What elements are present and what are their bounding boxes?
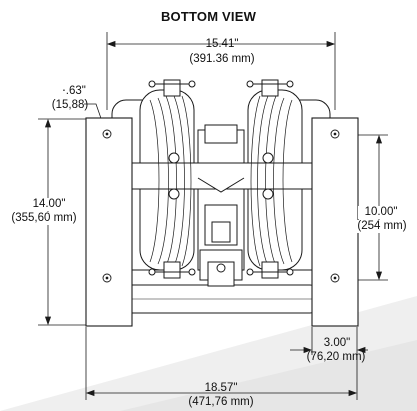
dim-hole-diameter-metric: (15,88): [51, 99, 89, 111]
dim-foot-width-metric: (76,20 mm): [306, 351, 366, 363]
chamber-ribs: [149, 95, 293, 267]
mounting-feet: [85, 117, 359, 327]
dim-overall-height-metric: (355,60 mm): [3, 212, 85, 225]
view-title: BOTTOM VIEW: [160, 9, 257, 24]
dim-total-width-metric: (471,76 mm): [188, 396, 254, 408]
pump-body: [111, 89, 331, 314]
dim-overall-width-metric: (391.36 mm): [189, 53, 255, 65]
mounting-holes: [102, 129, 340, 283]
dim-overall-width-imperial: 15.41": [205, 38, 239, 50]
dim-mount-spacing-metric: (254 mm): [351, 220, 413, 233]
dim-hole-diameter-imperial: ⋅.63": [62, 85, 86, 97]
dim-total-width-imperial: 18.57": [204, 382, 238, 394]
dim-mount-spacing-imperial: 10.00": [358, 206, 404, 219]
dim-overall-height-imperial: 14.00": [24, 198, 74, 211]
clamp-bolts: [148, 79, 294, 279]
dim-foot-width-imperial: 3.00": [323, 337, 351, 349]
